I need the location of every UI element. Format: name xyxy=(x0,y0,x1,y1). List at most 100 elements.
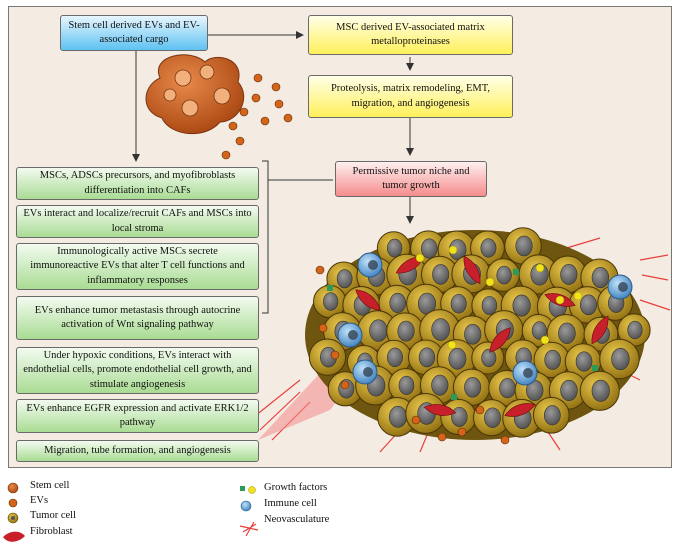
tumor-nucleus xyxy=(591,379,610,402)
ev-icon xyxy=(8,498,18,508)
tumor-nucleus xyxy=(451,406,468,427)
legend-fibroblast: Fibroblast xyxy=(30,526,73,537)
tumor-nucleus xyxy=(627,320,643,340)
tumor-mass xyxy=(305,227,651,445)
growth-factor xyxy=(592,365,598,371)
proteolysis-box: Proteolysis, matrix remodeling, EMT, mig… xyxy=(308,75,513,118)
tumor-nucleus xyxy=(369,319,388,342)
immune-cell-icon xyxy=(240,500,252,512)
growth-factor xyxy=(327,285,333,291)
growth-factor xyxy=(540,335,550,345)
legend-icons xyxy=(3,482,259,542)
legend-fibroblast-label: Fibroblast xyxy=(30,526,73,537)
ev-particle xyxy=(457,427,467,437)
tumor-nucleus xyxy=(481,348,497,368)
legend-neovasculature: Neovasculature xyxy=(264,514,329,525)
effect-recruit-cafs: EVs interact and localize/recruit CAFs a… xyxy=(16,205,259,238)
ev-particle xyxy=(340,380,350,390)
tumor-nucleus xyxy=(575,351,593,372)
legend-growth-factors-label: Growth factors xyxy=(264,482,328,493)
tumor-nucleus xyxy=(579,294,597,316)
ev-particle xyxy=(500,435,510,445)
fibroblast xyxy=(591,315,609,345)
tumor-nucleus xyxy=(544,349,561,370)
tumor-nucleus xyxy=(481,296,498,315)
immune-cell-nucleus xyxy=(523,368,533,378)
tumor-nucleus xyxy=(397,320,415,342)
tumor-nucleus xyxy=(323,292,339,311)
tumor-nucleus xyxy=(560,379,578,402)
effect-caf-differentiation: MSCs, ADSCs precursors, and myofibroblas… xyxy=(16,167,259,200)
fibroblast xyxy=(504,403,536,417)
stem-cell-cluster xyxy=(145,54,245,135)
tumor-nucleus xyxy=(464,323,482,345)
effect-hypoxic-angiogenesis: Under hypoxic conditions, EVs interact w… xyxy=(16,347,259,394)
legend-neovasculature-label: Neovasculature xyxy=(264,514,330,525)
growth-factor xyxy=(513,269,519,275)
legend-evs: EVs xyxy=(30,495,48,506)
neovasculature-icon xyxy=(239,521,259,537)
legend-tumor-cell: Tumor cell xyxy=(30,510,76,521)
growth-factor xyxy=(447,340,457,350)
effect-egfr-erk: EVs enhance EGFR expression and activate… xyxy=(16,399,259,433)
legend-growth-factors: Growth factors xyxy=(264,482,327,493)
fibroblast-icon xyxy=(3,531,25,542)
effect-immunoreactive-evs: Immunologically active MSCs secrete immu… xyxy=(16,243,259,290)
stem-cell-icon xyxy=(7,482,19,494)
stem-cell-evs-box: Stem cell derived EVs and EV-associated … xyxy=(60,15,208,51)
tumor-nucleus xyxy=(515,235,533,257)
tumor-nucleus xyxy=(531,321,547,340)
tumor-nucleus xyxy=(591,267,610,289)
ev-particle xyxy=(437,432,447,442)
tumor-nucleus xyxy=(388,405,407,428)
legend-stem-cell: Stem cell xyxy=(30,480,69,491)
tumor-nucleus xyxy=(496,265,512,285)
ev-particle xyxy=(330,350,340,360)
fibroblast xyxy=(463,255,481,285)
immune-cell-nucleus xyxy=(363,367,373,377)
effect-wnt-metastasis: EVs enhance tumor metastasis through aut… xyxy=(16,296,259,340)
immune-cell-nucleus xyxy=(618,282,628,292)
tumor-nucleus xyxy=(432,264,450,285)
growth-factor xyxy=(451,394,457,400)
growth-factor-yellow-icon xyxy=(248,486,256,494)
legend-tumor-cell-label: Tumor cell xyxy=(30,510,76,521)
growth-factor-green-icon xyxy=(240,486,245,491)
growth-factor xyxy=(535,263,545,273)
ev-particle xyxy=(318,323,328,333)
tumor-nucleus xyxy=(484,407,501,428)
ev-particle xyxy=(411,415,421,425)
tumor-nucleus xyxy=(560,263,578,285)
tumor-nucleus xyxy=(336,269,353,289)
effect-tube-formation: Migration, tube formation, and angiogene… xyxy=(16,440,259,462)
tumor-nucleus xyxy=(543,405,561,426)
legend-immune-cell-label: Immune cell xyxy=(264,498,317,509)
immune-cell-nucleus xyxy=(348,330,358,340)
tumor-nucleus xyxy=(450,293,467,314)
tumor-nucleus xyxy=(421,238,438,259)
tumor-nucleus xyxy=(431,374,449,396)
tumor-nucleus xyxy=(389,292,407,314)
connector-lines xyxy=(132,31,414,314)
growth-factor xyxy=(555,295,565,305)
tumor-nucleus xyxy=(512,294,531,317)
tumor-nucleus xyxy=(464,376,482,398)
tumor-nucleus xyxy=(448,347,467,370)
fibroblast xyxy=(355,289,381,311)
legend-immune-cell: Immune cell xyxy=(264,498,317,509)
legend-evs-label: EVs xyxy=(30,495,49,506)
tumor-nucleus xyxy=(418,347,436,368)
fibroblast xyxy=(423,404,457,416)
tumor-nucleus xyxy=(611,347,630,371)
ev-particle xyxy=(315,265,325,275)
tumor-niche-box: Permissive tumor niche and tumor growth xyxy=(335,161,487,197)
growth-factor xyxy=(448,245,458,255)
legend-stem-cell-label: Stem cell xyxy=(30,480,70,491)
tumor-nucleus xyxy=(558,322,576,344)
ev-particle xyxy=(475,405,485,415)
tumor-nucleus xyxy=(398,375,415,395)
tumor-nucleus xyxy=(480,238,497,258)
growth-factor xyxy=(573,291,583,301)
immune-cell-nucleus xyxy=(368,260,378,270)
